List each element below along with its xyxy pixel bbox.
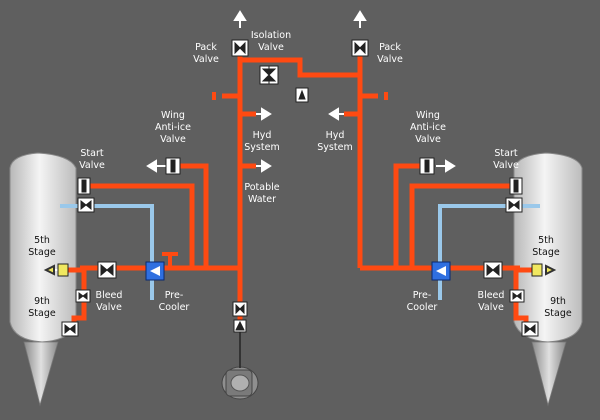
right-pack-valve-icon — [351, 39, 369, 57]
right-start-shutoff-valve-icon — [505, 197, 523, 213]
apu — [221, 330, 259, 400]
right-engine — [513, 152, 583, 407]
right-precooler-icon — [431, 261, 451, 281]
arrow-left-antiice-icon — [146, 159, 166, 173]
right-stage9-check-valve-icon — [509, 289, 525, 303]
left-stage9-check-valve-icon — [75, 289, 91, 303]
left-start-valve-icon — [77, 177, 91, 195]
left-stage5-port-icon — [57, 263, 69, 277]
arrow-hyd-left-icon — [256, 107, 272, 121]
cooling-ducts — [60, 204, 540, 300]
right-wing-antiice-valve-icon — [419, 157, 435, 175]
arrow-potable-icon — [256, 159, 272, 173]
apu-bleed-valve-icon — [232, 301, 248, 317]
arrow-right-antiice-icon — [436, 159, 456, 173]
left-pack-valve-icon — [231, 39, 249, 57]
left-engine — [9, 152, 77, 407]
right-stage5-port-icon — [531, 263, 543, 277]
right-start-valve-icon — [509, 177, 523, 195]
valves — [57, 39, 543, 337]
left-bleed-valve-icon — [97, 261, 117, 279]
arrow-left-pack-icon — [233, 10, 247, 28]
label-precooler-right: Pre-Cooler — [407, 290, 438, 313]
apu-check-valve-icon — [233, 319, 247, 333]
flow-arrows — [43, 10, 557, 276]
left-stage9-valve-icon — [61, 321, 79, 337]
arrow-hyd-right-icon — [328, 107, 344, 121]
left-wing-antiice-valve-icon — [165, 157, 181, 175]
left-start-shutoff-valve-icon — [77, 197, 95, 213]
duct-caps — [162, 92, 388, 268]
crossfeed-check-valve-icon — [295, 87, 309, 103]
left-precooler-icon — [145, 261, 165, 281]
arrow-right-pack-icon — [353, 10, 367, 28]
right-stage9-valve-icon — [521, 321, 539, 337]
label-precooler-left: Pre-Cooler — [159, 290, 190, 313]
isolation-valve-icon — [259, 65, 279, 85]
right-bleed-valve-icon — [483, 261, 503, 279]
